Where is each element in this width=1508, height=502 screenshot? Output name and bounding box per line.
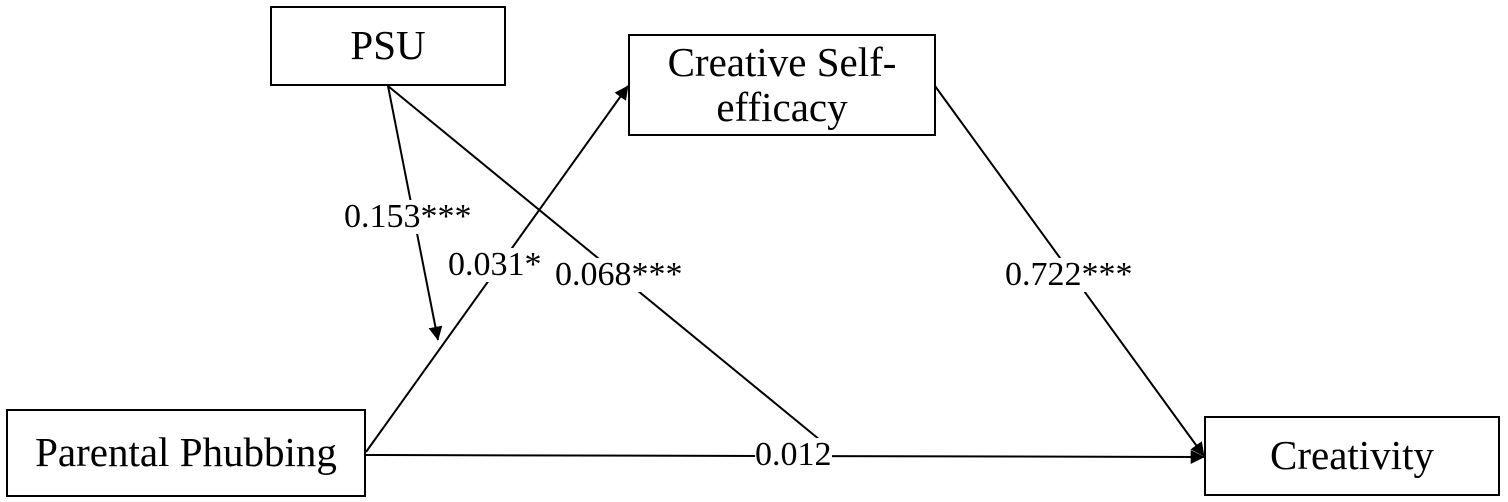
psu-label: PSU [350,22,426,69]
creative-self-efficacy-label: Creative Self- efficacy [667,38,897,130]
parental-phubbing-label: Parental Phubbing [35,429,337,476]
coef-pp-to-cse: 0.031* [448,246,542,283]
coef-pp-to-creativity: 0.012 [755,436,832,473]
coef-cse-to-creativity: 0.722*** [1005,256,1133,293]
parental-phubbing-box: Parental Phubbing [6,409,366,497]
coef-psu-to-creativity: 0.068*** [555,256,683,293]
coef-psu-moderation: 0.153*** [344,198,472,235]
creativity-box: Creativity [1204,416,1500,496]
creativity-label: Creativity [1270,432,1434,479]
creative-self-efficacy-box: Creative Self- efficacy [628,34,936,136]
psu-box: PSU [270,6,506,86]
